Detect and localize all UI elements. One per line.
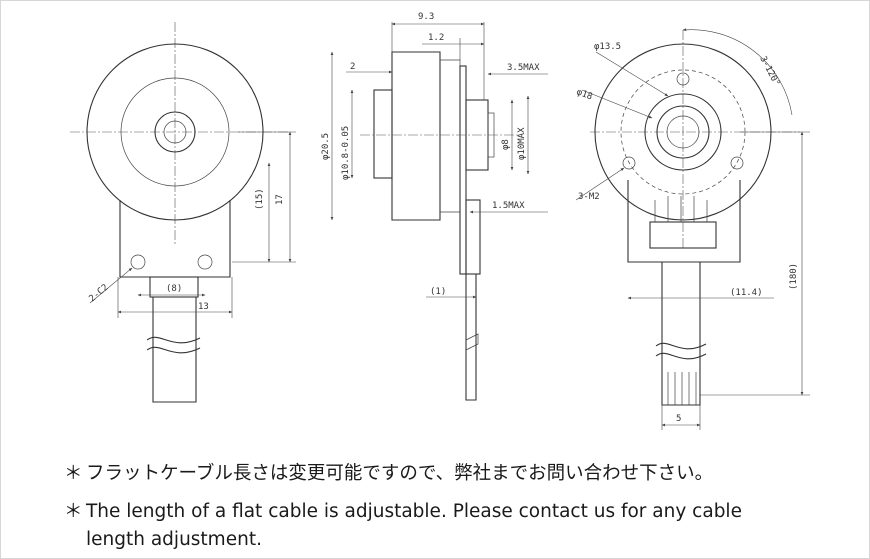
side-terminal-tab [465, 199, 481, 275]
dim-1: (1) [430, 287, 446, 297]
dim-15: (15) [255, 188, 265, 210]
note-english-line1: The length of a flat cable is adjustable… [86, 501, 742, 522]
side-terminal-plate [459, 65, 467, 275]
dim-13: 13 [198, 302, 209, 312]
front-cable-neck [149, 276, 199, 298]
rear-cable-break-1 [655, 342, 707, 350]
rear-cable-conductors [667, 372, 697, 405]
rear-traces [654, 196, 708, 222]
dim-pcd-arc [682, 28, 793, 116]
note-bullet: ＊ [64, 501, 83, 522]
side-cable [465, 274, 477, 401]
dim-chamfer-leader [89, 267, 133, 304]
front-mount-hole-left [130, 254, 146, 270]
dim-2: 2 [350, 62, 355, 72]
front-view: 17 (15) 13 (8) 2-C2 [70, 22, 296, 403]
front-mount-hole-right [197, 254, 213, 270]
front-cable-break-1 [146, 336, 201, 344]
note-japanese-text: フラットケーブル長さは変更可能ですので、弊社までお問い合わせ下さい。 [86, 463, 714, 484]
dim-3-m2-leader [575, 167, 625, 201]
rear-screw-hole-right [730, 156, 744, 170]
dim-1-5: 1.5MAX [492, 201, 525, 211]
note-bullet: ＊ [64, 463, 83, 484]
side-rear-cap [440, 59, 461, 213]
front-shaft-core [163, 120, 187, 144]
dim-d13-5: φ13.5 [594, 42, 621, 52]
dim-d18-leader [581, 89, 653, 119]
side-housing [391, 51, 441, 221]
dim-chamfer: 2-C2 [88, 283, 111, 305]
dim-3-120: 3-120° [757, 55, 781, 88]
side-front-boss [373, 89, 393, 179]
dim-3-5: 3.5MAX [507, 63, 540, 73]
rear-screw-hole-top [676, 72, 690, 86]
rear-cable-break-2 [655, 352, 707, 360]
rear-boss-inner [656, 105, 710, 159]
rear-screw-hole-left [622, 156, 636, 170]
dim-9-3: 9.3 [418, 12, 434, 22]
rear-boss-outer [644, 93, 722, 171]
side-view: 9.3 1.2 2 φ20.5 φ10.8-0.05 3.5MAX φ8 φ10… [321, 12, 548, 401]
dim-5: 5 [676, 414, 681, 424]
rear-terminal-base [627, 180, 741, 263]
rear-flat-cable [661, 262, 701, 406]
dim-8: (8) [166, 284, 182, 294]
dim-3-m2: 3-M2 [578, 192, 600, 202]
dim-d18: φ18 [575, 87, 594, 102]
rear-view: φ13.5 φ18 3-120° 3-M2 (180) (11.4) 5 [575, 28, 810, 430]
dim-d10: φ10MAX [517, 127, 527, 160]
side-cable-bend [465, 333, 479, 351]
rear-connector [649, 221, 717, 249]
dim-11-4: (11.4) [730, 288, 763, 298]
dim-17: 17 [275, 194, 285, 205]
dim-1-2: 1.2 [428, 33, 444, 43]
dim-d10-8: φ10.8-0.05 [341, 126, 351, 180]
dim-180: (180) [789, 263, 799, 290]
dim-d20-5: φ20.5 [321, 133, 331, 160]
front-flat-cable [152, 297, 197, 403]
note-english-line2: length adjustment. [86, 529, 262, 550]
note-japanese: ＊フラットケーブル長さは変更可能ですので、弊社までお問い合わせ下さい。 [64, 459, 713, 485]
front-shaft [154, 111, 196, 153]
front-inner-ring [120, 77, 230, 187]
dim-d13-5-leader [595, 51, 669, 97]
front-cable-break-2 [146, 346, 201, 354]
rear-shaft [666, 115, 700, 149]
dim-d8: φ8 [501, 139, 511, 150]
note-english: ＊The length of a flat cable is adjustabl… [64, 497, 742, 523]
